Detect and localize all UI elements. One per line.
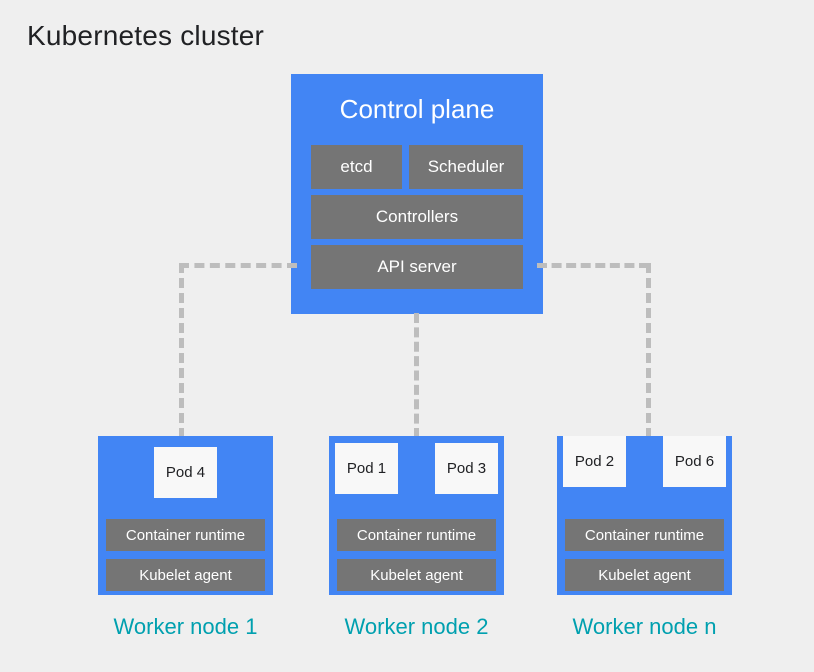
worker-node-n-box: Pod 2 Pod 6 Container runtime Kubelet ag…	[557, 436, 732, 595]
control-plane-component-etcd: etcd	[311, 145, 402, 189]
control-plane-component-controllers: Controllers	[311, 195, 523, 239]
kubelet-agent-bar: Kubelet agent	[106, 559, 265, 591]
connector-api-server-to-worker-2-vertical	[414, 313, 419, 438]
connector-api-server-to-worker-n-horizontal	[537, 263, 649, 268]
pod-box: Pod 2	[563, 436, 626, 487]
pod-box: Pod 4	[154, 447, 217, 498]
page-title: Kubernetes cluster	[27, 20, 265, 51]
control-plane-component-api-server: API server	[311, 245, 523, 289]
connector-api-server-to-worker-1-vertical	[179, 263, 184, 438]
kubelet-agent-bar: Kubelet agent	[565, 559, 724, 591]
worker-node-1-box: Pod 4 Container runtime Kubelet agent	[98, 436, 273, 595]
pod-box: Pod 3	[435, 443, 498, 494]
connector-api-server-to-worker-n-vertical	[646, 263, 651, 438]
pod-box: Pod 6	[663, 436, 726, 487]
control-plane-title: Control plane	[339, 94, 495, 124]
container-runtime-bar: Container runtime	[106, 519, 265, 551]
pod-box: Pod 1	[335, 443, 398, 494]
control-plane-component-scheduler: Scheduler	[409, 145, 523, 189]
worker-node-1-label: Worker node 1	[113, 614, 258, 639]
connector-api-server-to-worker-1-horizontal	[179, 263, 297, 268]
control-plane-box: Control plane etcd Scheduler Controllers…	[291, 74, 543, 314]
container-runtime-bar: Container runtime	[337, 519, 496, 551]
worker-node-2-box: Pod 1 Pod 3 Container runtime Kubelet ag…	[329, 436, 504, 595]
container-runtime-bar: Container runtime	[565, 519, 724, 551]
kubelet-agent-bar: Kubelet agent	[337, 559, 496, 591]
worker-node-2-label: Worker node 2	[344, 614, 489, 639]
worker-node-n-label: Worker node n	[572, 614, 717, 639]
